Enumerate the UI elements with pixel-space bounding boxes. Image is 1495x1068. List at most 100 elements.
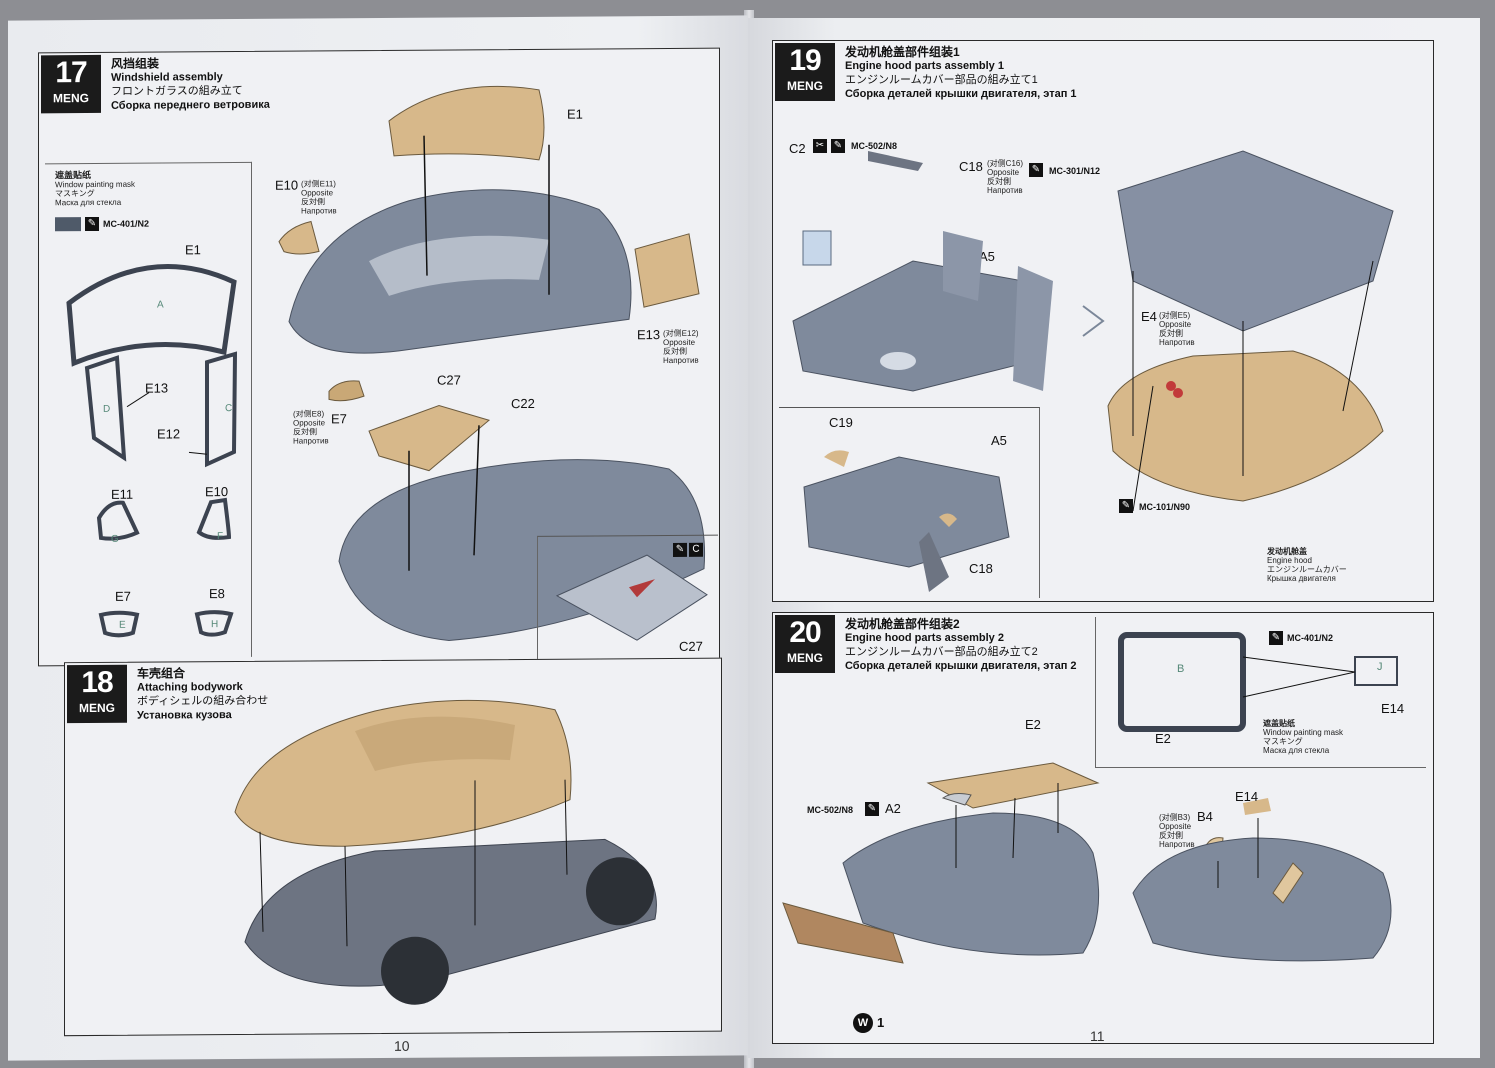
step-titles: 风挡组装 Windshield assembly フロントガラスの組み立て Сб… <box>111 56 270 113</box>
mask-e8-letter: H <box>211 619 219 631</box>
brand-logo: MENG <box>787 79 823 93</box>
mask-shapes <box>66 264 238 638</box>
step-number: 17 <box>55 56 87 90</box>
mask-e13-letter: D <box>103 403 111 415</box>
mask-title: 遮盖贴纸 Window painting mask マスキング Маска дл… <box>1263 719 1344 755</box>
paint-code-a2: MC-502/N8 <box>807 805 854 815</box>
mask-e10: E10 <box>205 484 229 500</box>
callout-c18-detail: C18 <box>969 561 993 576</box>
brand-logo: MENG <box>787 651 823 665</box>
title-zh: 发动机舱盖部件组装2 <box>845 617 960 631</box>
mask-e7-letter: E <box>119 619 126 631</box>
brush-icon: ✎ <box>85 216 99 232</box>
paint-code: MC-401/N2 <box>103 218 150 229</box>
callout-e10: E10 <box>275 177 299 193</box>
step-titles: 发动机舱盖部件组装2 Engine hood parts assembly 2 … <box>845 617 1077 673</box>
step-18-panel: 18 MENG 车壳组合 Attaching bodywork ボディシェルの組… <box>64 657 722 1037</box>
callout-e10-opposite: (对侧E11) Opposite 反対側 Напротив <box>301 179 337 216</box>
brush-icon: ✎ <box>865 802 879 816</box>
title-ja: エンジンルームカバー部品の組み立て1 <box>845 74 1038 86</box>
mask-e7: E7 <box>115 588 131 604</box>
c27-detail-illustration <box>555 554 708 641</box>
paint-code-c2: MC-502/N8 <box>851 141 898 151</box>
callout-a2: A2 <box>885 801 901 816</box>
callout-c27: C27 <box>437 372 461 388</box>
callout-a5: A5 <box>979 249 995 264</box>
callout-c18-opposite: (对侧C16) Opposite 反対側 Напротив <box>987 159 1024 195</box>
title-zh: 风挡组装 <box>111 56 160 71</box>
title-en: Windshield assembly <box>111 71 223 84</box>
cut-icon: ✂ <box>813 139 827 153</box>
brush-icon: ✎ <box>673 542 687 557</box>
callout-b4-opposite: (对侧B3) Opposite 反対側 Напротив <box>1159 813 1195 849</box>
callout-e14: E14 <box>1235 789 1259 804</box>
callout-c2: C2 <box>789 141 806 156</box>
callout-e13-opposite: (对侧E12) Opposite 反対側 Напротив <box>663 328 699 366</box>
step-17-panel: 17 MENG 风挡组装 Windshield assembly フロントガラス… <box>38 47 720 667</box>
step-titles: 发动机舱盖部件组装1 Engine hood parts assembly 1 … <box>845 45 1077 101</box>
engine-frame-illustration <box>792 150 1394 512</box>
mask-inset <box>1095 617 1426 768</box>
callout-e13: E13 <box>637 327 661 343</box>
title-ru: Сборка деталей крышки двигателя, этап 2 <box>845 660 1077 672</box>
callout-a5-detail: A5 <box>991 433 1007 448</box>
brand-logo: MENG <box>53 91 89 106</box>
brand-logo: MENG <box>79 700 115 716</box>
step-badge: 20 MENG <box>775 615 835 673</box>
paint-code-mask: MC-401/N2 <box>1287 633 1334 643</box>
title-ja: エンジンルームカバー部品の組み立て2 <box>845 646 1038 658</box>
step-number: 19 <box>789 44 821 77</box>
mask-title: 遮盖贴纸 Window painting mask マスキング Маска дл… <box>55 170 136 208</box>
paint-swatch <box>55 217 81 232</box>
mask-e1: E1 <box>185 242 201 258</box>
callout-e7: E7 <box>331 411 347 427</box>
mask-e8: E8 <box>209 586 225 602</box>
paint-code-mc101: MC-101/N90 <box>1139 502 1191 512</box>
step-20-panel: 20 MENG 发动机舱盖部件组装2 Engine hood parts ass… <box>772 612 1434 1044</box>
mask-e12: E12 <box>157 426 181 442</box>
mask-e1-letter: A <box>157 299 164 311</box>
step-number: 20 <box>789 616 821 649</box>
callout-c18: C18 <box>959 159 983 174</box>
engine-hood-label: 发动机舱盖 Engine hood エンジンルームカバー Крышка двиг… <box>1267 547 1347 583</box>
title-en: Engine hood parts assembly 1 <box>845 60 1004 72</box>
title-ja: フロントガラスの組み立て <box>111 84 243 98</box>
w1-number: 1 <box>877 1015 885 1030</box>
right-page: 19 MENG 发动机舱盖部件组装1 Engine hood parts ass… <box>748 18 1480 1058</box>
callout-c22: C22 <box>511 395 535 412</box>
callout-c19: C19 <box>829 415 853 430</box>
title-zh: 发动机舱盖部件组装1 <box>845 45 960 59</box>
callout-e4-opposite: (对侧E5) Opposite 反対側 Напротив <box>1159 311 1195 347</box>
callout-e7-opposite: (对侧E8) Opposite 反対側 Напротив <box>293 409 329 446</box>
callout-b4: B4 <box>1197 809 1213 824</box>
title-en: Engine hood parts assembly 2 <box>845 632 1004 644</box>
callout-e4: E4 <box>1141 309 1157 324</box>
mask-shapes <box>1118 632 1398 732</box>
mask-e11-letter: G <box>111 533 119 545</box>
mask-e2: E2 <box>1155 731 1171 746</box>
left-page: 17 MENG 风挡组装 Windshield assembly フロントガラス… <box>8 15 748 1061</box>
step-badge: 18 MENG <box>67 664 127 724</box>
detail-tool-c: C <box>689 542 703 557</box>
brush-icon: ✎ <box>1119 499 1133 513</box>
mask-e12-letter: C <box>225 403 233 415</box>
brush-icon: ✎ <box>1029 163 1043 177</box>
hood-assembly-illustration <box>782 762 1392 964</box>
c19-detail-illustration <box>803 450 1010 592</box>
c19-detail-inset <box>779 407 1040 598</box>
mask-b-letter: B <box>1177 663 1185 675</box>
step-badge: 17 MENG <box>41 54 101 114</box>
page-number: 10 <box>394 1037 410 1054</box>
callout-c27-detail: C27 <box>679 638 703 654</box>
callout-e2: E2 <box>1025 717 1041 732</box>
brush-icon: ✎ <box>831 139 845 153</box>
title-ru: Сборка деталей крышки двигателя, этап 1 <box>845 88 1077 100</box>
mask-e10-letter: F <box>217 531 224 543</box>
brush-icon: ✎ <box>1269 631 1283 645</box>
bodywork-illustration <box>234 699 657 1005</box>
step-number: 18 <box>81 665 113 700</box>
title-ru: Сборка переднего ветровика <box>111 98 270 112</box>
mask-j-letter: J <box>1377 661 1383 673</box>
mask-e13: E13 <box>145 380 169 396</box>
page-number: 11 <box>1090 1028 1105 1044</box>
